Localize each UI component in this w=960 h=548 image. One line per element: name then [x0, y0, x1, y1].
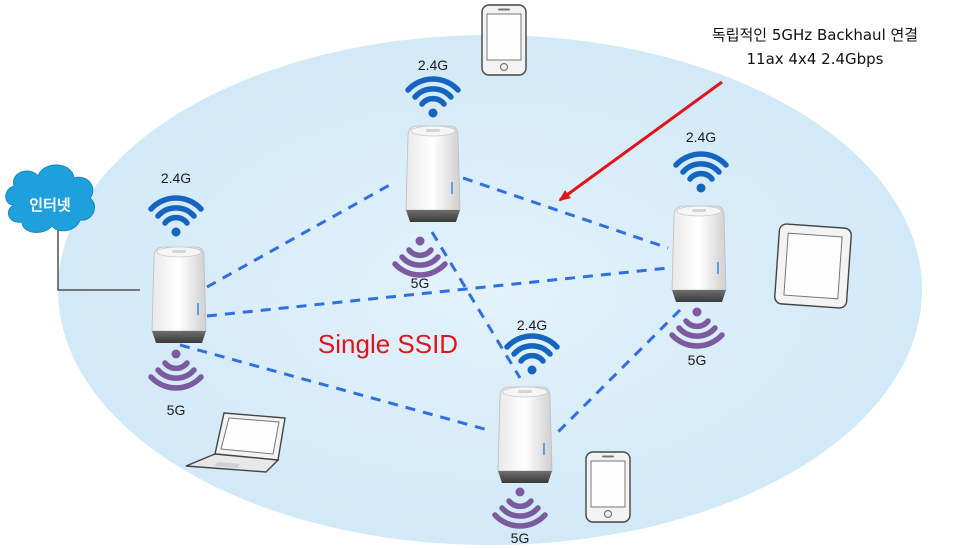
mesh-router-icon	[405, 125, 461, 223]
mesh-router-icon	[671, 205, 727, 303]
smartphone-icon	[585, 451, 631, 523]
cloud-icon	[5, 164, 95, 233]
annotation-line2: 11ax 4x4 2.4Gbps	[747, 50, 884, 68]
tablet-icon	[774, 223, 852, 309]
link-left-right	[206, 266, 669, 318]
smartphone-icon	[481, 4, 527, 76]
band-5-label: 5G	[167, 402, 186, 418]
band-5-label: 5G	[688, 352, 707, 368]
band-24-label: 2.4G	[161, 170, 191, 186]
single-ssid-label: Single SSID	[318, 329, 458, 359]
annotation-arrow	[558, 80, 723, 202]
router-node-top: 2.4G 5G	[395, 57, 460, 291]
band-24-label: 2.4G	[418, 57, 448, 73]
band-5-label: 5G	[511, 530, 530, 546]
router-node-left: 2.4G 5G	[151, 170, 207, 418]
band-5-label: 5G	[411, 275, 430, 291]
band-24-label: 2.4G	[517, 317, 547, 333]
router-node-right: 2.4G 5G	[672, 129, 726, 368]
backhaul-links	[179, 176, 682, 437]
mesh-router-icon	[151, 246, 207, 344]
band-24-label: 2.4G	[686, 129, 716, 145]
link-top-right	[462, 176, 669, 250]
annotation-line1: 독립적인 5GHz Backhaul 연결	[712, 26, 918, 44]
mesh-router-icon	[497, 386, 553, 484]
router-node-bottom: 2.4G 5G	[495, 317, 557, 546]
internet-wire	[57, 228, 140, 291]
link-right-bottom	[553, 308, 682, 437]
internet-label: 인터넷	[29, 196, 71, 214]
laptop-icon	[185, 412, 286, 473]
